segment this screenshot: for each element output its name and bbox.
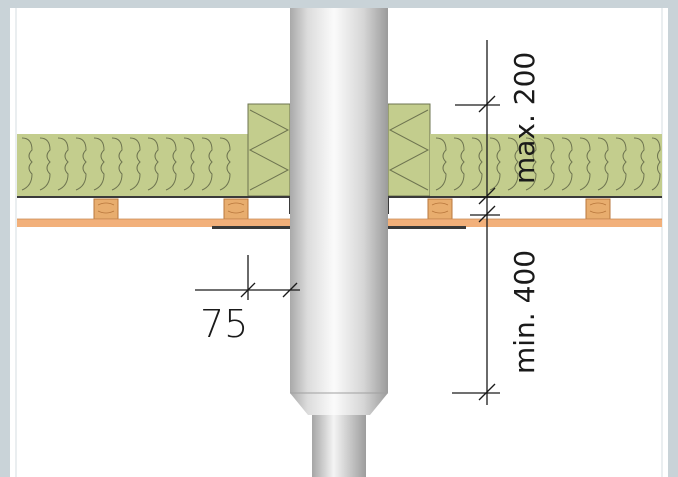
insulation-right bbox=[430, 134, 662, 196]
dimension-min-label: min. 400 bbox=[508, 250, 541, 374]
chimney-pipe bbox=[290, 8, 388, 477]
battens bbox=[93, 198, 611, 220]
insulation-block-left bbox=[247, 103, 291, 197]
dimension-max-label: max. 200 bbox=[508, 52, 541, 184]
insulation-block-right bbox=[387, 103, 431, 197]
insulation-left bbox=[17, 134, 250, 196]
dimension-lines bbox=[195, 40, 500, 405]
dimension-overlap-label: 75 bbox=[200, 302, 248, 346]
collar-plates bbox=[212, 226, 466, 229]
